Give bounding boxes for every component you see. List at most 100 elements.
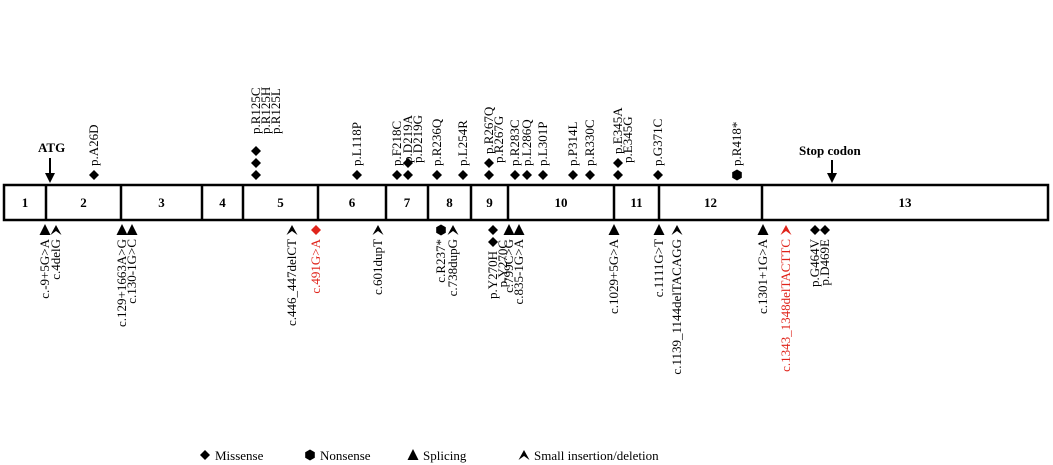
variant-label-above: p.D219A (400, 114, 415, 163)
missense-marker (403, 170, 413, 180)
indel-marker (447, 225, 459, 235)
exon-label: 5 (277, 195, 284, 210)
missense-marker (458, 170, 468, 180)
nonsense-marker (732, 169, 742, 181)
splicing-marker (503, 224, 515, 235)
splicing-marker (116, 224, 128, 235)
exon-label: 11 (630, 195, 642, 210)
legend-label: Nonsense (320, 448, 371, 463)
variant-label-below: p.Y270C (495, 240, 510, 287)
variant-label-above: p.D219G (410, 115, 425, 163)
variant-label-below: c.1111G>T (651, 239, 666, 297)
exon-label: 3 (158, 195, 165, 210)
exon-label: 10 (555, 195, 568, 210)
missense-marker (488, 237, 498, 247)
missense-marker (251, 158, 261, 168)
legend-label: Missense (215, 448, 264, 463)
missense-marker (89, 170, 99, 180)
exon-label: 12 (704, 195, 717, 210)
missense-marker (251, 170, 261, 180)
missense-marker (613, 170, 623, 180)
stop-codon-arrowhead (827, 173, 837, 183)
exon-label: 6 (349, 195, 356, 210)
variant-label-above: p.E345G (620, 116, 635, 163)
variant-label-above: p.P314L (565, 122, 580, 166)
missense-marker (510, 170, 520, 180)
start-codon-arrowhead (45, 173, 55, 183)
variant-label-above: p.R236Q (429, 118, 444, 166)
missense-marker (810, 225, 820, 235)
variant-label-above: p.R125L (268, 88, 283, 134)
exon-label: 2 (80, 195, 87, 210)
variant-label-below: c.4delG (48, 239, 63, 280)
variant-label-above: p.L118P (349, 122, 364, 166)
splicing-marker (757, 224, 769, 235)
exon-label: 7 (404, 195, 411, 210)
variant-label-below: c.-9+5G>A (37, 238, 52, 298)
missense-marker (538, 170, 548, 180)
variant-label-above: p.R418* (729, 122, 744, 166)
missense-marker (392, 170, 402, 180)
variant-label-below: c.835-1G>A (511, 238, 526, 304)
variant-label-below: c.491G>A (308, 238, 323, 293)
missense-marker (432, 170, 442, 180)
exon-label: 4 (219, 195, 226, 210)
missense-marker (613, 158, 623, 168)
exon-label: 13 (899, 195, 913, 210)
missense-marker (403, 158, 413, 168)
gene-bar (2, 183, 1050, 222)
indel-marker (671, 225, 683, 235)
exon-label: 8 (446, 195, 453, 210)
splicing-marker (608, 224, 620, 235)
indel-marker (50, 225, 62, 235)
splicing-marker (513, 224, 525, 235)
indel-marker (372, 225, 384, 235)
variant-label-above: p.R267Q (481, 106, 496, 154)
nonsense-marker (305, 449, 315, 461)
variant-label-above: p.L254R (455, 120, 470, 166)
variant-label-below: c.799C>G (501, 239, 516, 293)
missense-marker (820, 225, 830, 235)
indel-marker (518, 450, 530, 460)
missense-marker (311, 225, 321, 235)
splicing-marker (653, 224, 665, 235)
variant-label-below: c.1029+5G>A (606, 238, 621, 314)
start-codon-label: ATG (38, 140, 65, 155)
splicing-marker (407, 449, 419, 460)
variant-label-below: c.1139_1144delTACAGG (669, 239, 684, 375)
variant-label-above: p.F218C (389, 121, 404, 166)
splicing-marker (126, 224, 138, 235)
variant-label-above: p.A26D (86, 124, 101, 166)
variant-label-below: c.130-1G>C (124, 239, 139, 304)
missense-marker (653, 170, 663, 180)
variant-label-below: p.G464V (807, 238, 822, 287)
variant-label-above: p.G371C (650, 119, 665, 166)
variant-label-below: c.R237* (433, 239, 448, 283)
missense-marker (352, 170, 362, 180)
exon-label: 9 (486, 195, 493, 210)
variant-label-above: p.L301P (535, 122, 550, 166)
variant-label-below: c.1301+1G>A (755, 238, 770, 314)
nonsense-marker (436, 224, 446, 236)
missense-marker (568, 170, 578, 180)
missense-marker (488, 225, 498, 235)
missense-marker (484, 158, 494, 168)
variant-label-above: p.R283C (507, 119, 522, 166)
variant-label-below: c.129+1663A>G (114, 239, 129, 327)
variant-label-above: p.R330C (582, 119, 597, 166)
indel-marker (286, 225, 298, 235)
variant-label-above: p.R125H (258, 87, 273, 134)
splicing-marker (39, 224, 51, 235)
missense-marker (200, 450, 210, 460)
variant-label-below: c.1343_1348delTACTTC (778, 239, 793, 372)
missense-marker (585, 170, 595, 180)
legend-label: Small insertion/deletion (534, 448, 659, 463)
legend-label: Splicing (423, 448, 467, 463)
missense-marker (522, 170, 532, 180)
variant-label-above: p.E345A (610, 107, 625, 154)
exon-label: 1 (22, 195, 29, 210)
variant-label-below: c.738dupG (445, 239, 460, 296)
variant-label-below: c.446_447delCT (284, 239, 299, 326)
